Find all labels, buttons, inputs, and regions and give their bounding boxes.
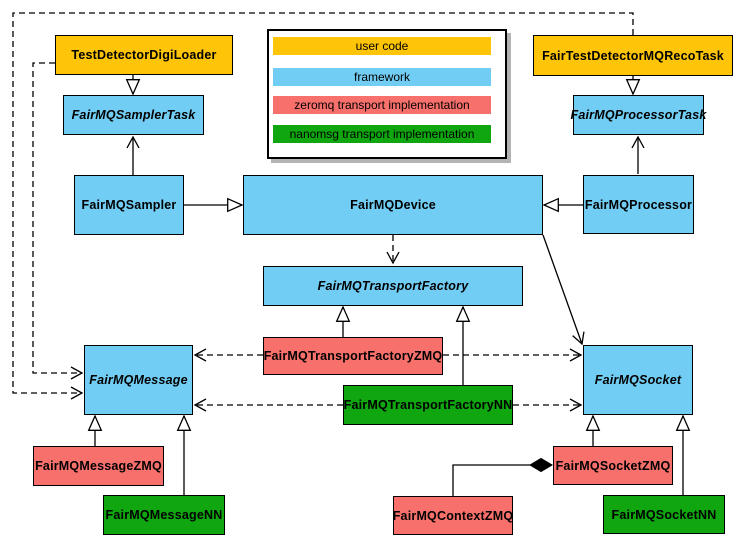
node-fairmqsocketzmq: FairMQSocketZMQ — [553, 446, 673, 485]
edge-device-uses-socket — [542, 234, 585, 346]
edge-digiloader-depends-message — [32, 62, 84, 380]
node-fairmqsampler: FairMQSampler — [74, 175, 184, 235]
node-fairmqsamplertask: FairMQSamplerTask — [63, 95, 204, 135]
node-fairmqtransportfactorynn: FairMQTransportFactoryNN — [343, 385, 513, 425]
node-fairmqprocessortask: FairMQProcessorTask — [570, 95, 706, 135]
node-fairmqsocketnn: FairMQSocketNN — [603, 495, 725, 534]
node-fairmqsocket: FairMQSocket — [583, 345, 693, 415]
node-fairtestdetectormqrecotask: FairTestDetectorMQRecoTask — [533, 35, 733, 76]
legend-swatch-nanomsg: nanomsg transport implementation — [273, 125, 491, 143]
legend-swatch-zeromq: zeromq transport implementation — [273, 96, 491, 114]
edge-recotask-depends-message — [12, 12, 634, 400]
legend-swatch-framework: framework — [273, 68, 491, 86]
node-fairmqcontextzmq: FairMQContextZMQ — [393, 496, 513, 535]
node-fairmqtransportfactoryzmq: FairMQTransportFactoryZMQ — [263, 337, 443, 375]
legend-swatch-user-code: user code — [273, 37, 491, 55]
node-fairmqprocessor: FairMQProcessor — [583, 175, 694, 234]
legend: user code framework zeromq transport imp… — [267, 29, 507, 159]
node-testdetectordigiloader: TestDetectorDigiLoader — [55, 35, 233, 75]
node-fairmqmessage: FairMQMessage — [84, 345, 193, 415]
node-fairmqdevice: FairMQDevice — [243, 175, 543, 235]
node-fairmqtransportfactory: FairMQTransportFactory — [263, 266, 523, 306]
edge-socketzmq-owns-contextzmq — [452, 457, 553, 496]
node-fairmqmessagenn: FairMQMessageNN — [103, 495, 225, 535]
node-fairmqmessagezmq: FairMQMessageZMQ — [33, 446, 164, 486]
